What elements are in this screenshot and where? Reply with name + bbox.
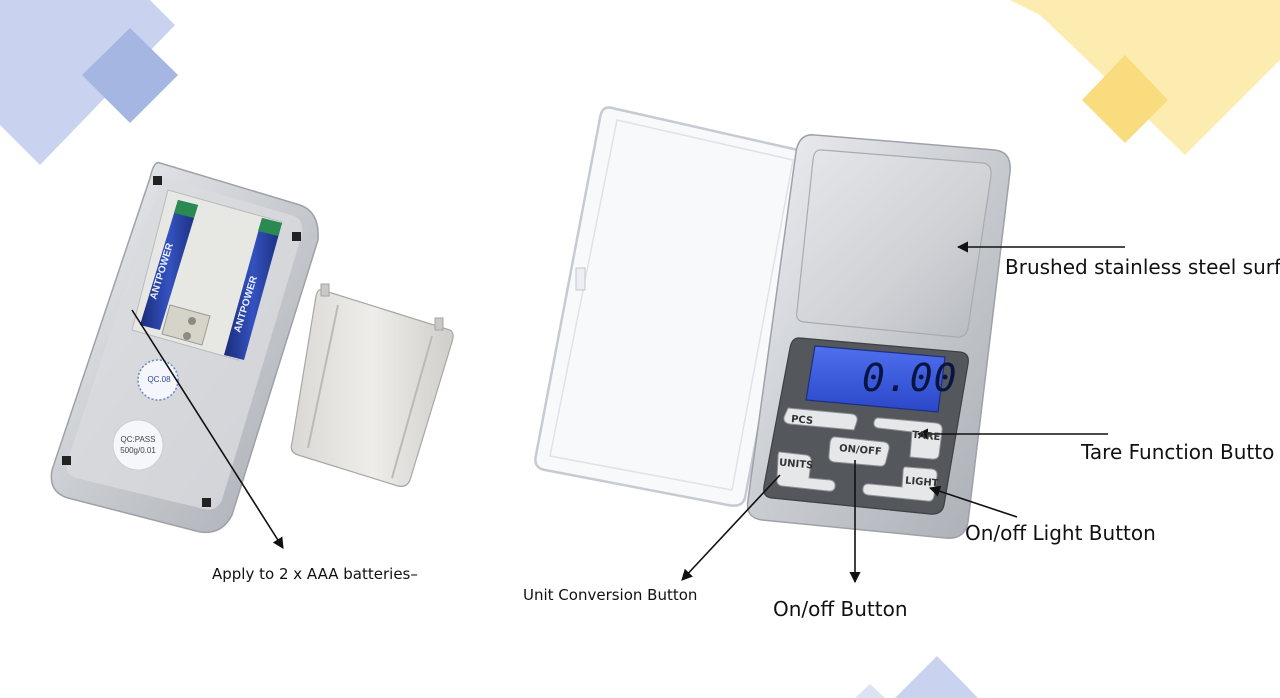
tare-annotation: Tare Function Butto [1081,440,1275,464]
pcs-button-label: PCS [790,414,814,427]
tare-button-label: TARE [911,429,941,444]
lcd-reading: 0.00 [862,356,958,400]
decor-blue-diamonds [0,0,978,698]
qc-pass-sticker [112,419,164,471]
battery-cover [290,283,454,487]
scale-body [746,134,1011,539]
scale-back: ANTPOWER ANTPOWER [50,161,319,534]
qc-pass-line2: 500g/0.01 [120,446,156,455]
onoff-button[interactable] [828,436,890,467]
battery-annotation: Apply to 2 x AAA batteries– [212,565,418,583]
surface-annotation: Brushed stainless steel surfa [1005,255,1280,279]
light-button[interactable] [862,466,938,502]
units-annotation: Unit Conversion Button [523,586,698,604]
units-button[interactable] [776,451,836,492]
light-arrow [928,485,1018,518]
annotation-arrows [131,241,1125,584]
onoff-annotation: On/off Button [773,597,908,621]
light-annotation: On/off Light Button [965,521,1156,545]
weighing-plate [796,149,992,338]
qc-stamp [137,359,179,401]
lcd-display [805,345,946,413]
battery-arrow [131,309,284,549]
pcs-button[interactable] [783,407,858,431]
qc-stamp-text: QC.08 [147,375,171,384]
tare-button[interactable] [873,417,943,460]
qc-pass-line1: QC:PASS [120,435,156,444]
decor-yellow-diamonds [1010,0,1280,155]
units-arrow [681,474,781,581]
